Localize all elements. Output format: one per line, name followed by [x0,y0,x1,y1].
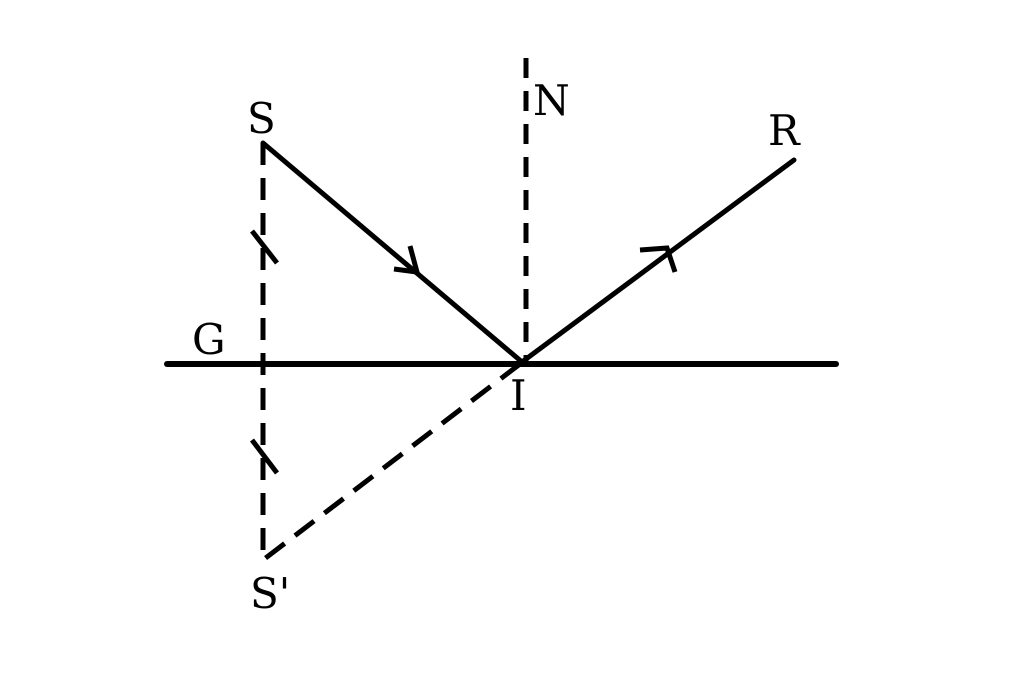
label-incidence: I [510,371,527,420]
incident-ray [260,140,525,365]
equal-tick-upper [250,229,279,265]
virtual-ray [261,362,522,562]
reflected-ray [519,157,797,365]
incident-arrowhead [393,245,421,275]
label-normal: N [533,76,570,125]
label-reflected: R [768,106,801,155]
equal-tick-lower [250,438,279,475]
label-mirror: G [192,315,226,364]
label-image: S' [250,569,290,618]
reflected-arrowhead [639,245,678,273]
label-source: S [247,94,276,143]
